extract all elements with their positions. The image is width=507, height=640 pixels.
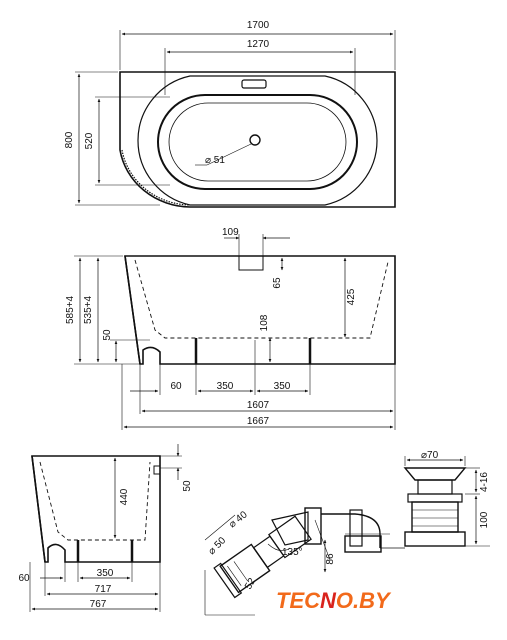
- dim-60-end: 60: [18, 573, 30, 584]
- side-view: [74, 234, 396, 430]
- logo-part-1: TEC: [276, 588, 321, 613]
- dim-drain-diameter: ⌀ 51: [205, 155, 225, 166]
- dim-52: 52: [243, 576, 258, 592]
- tub-shell-end: [31, 455, 161, 563]
- dim-60: 60: [170, 381, 182, 392]
- dim-100: 100: [479, 511, 490, 528]
- dim-1607: 1607: [247, 400, 270, 411]
- dim-108: 108: [259, 314, 270, 331]
- dim-angle: 135°: [282, 547, 303, 558]
- dim-50: 50: [102, 329, 113, 341]
- dim-767: 767: [90, 599, 107, 610]
- logo-part-3: O.BY: [336, 588, 392, 613]
- dim-pipe-50: ⌀ 50: [206, 535, 228, 557]
- tub-outline-top: [119, 71, 396, 208]
- dim-520: 520: [84, 132, 95, 149]
- dim-1700: 1700: [247, 20, 270, 31]
- dim-4-16: 4-16: [479, 472, 490, 492]
- popup-cap: [403, 467, 467, 481]
- dim-cap-70: ⌀70: [421, 450, 439, 461]
- dim-350-b: 350: [274, 381, 291, 392]
- dim-585: 585+4: [65, 296, 76, 325]
- overflow-top: [241, 79, 267, 89]
- dim-86: 86: [325, 553, 336, 565]
- dim-800: 800: [64, 131, 75, 148]
- dim-350-end: 350: [97, 568, 114, 579]
- dim-pipe-40: ⌀ 40: [227, 509, 250, 530]
- logo-part-2: N: [320, 588, 337, 613]
- dim-350-a: 350: [217, 381, 234, 392]
- dim-50-end: 50: [182, 480, 193, 492]
- trap-body: [344, 535, 382, 553]
- drain-circle: [249, 134, 261, 146]
- dim-717: 717: [95, 584, 112, 595]
- dim-1667: 1667: [247, 416, 270, 427]
- dim-425: 425: [346, 288, 357, 305]
- end-view: [29, 444, 182, 612]
- tub-rim: [137, 75, 378, 206]
- popup-body: [411, 501, 459, 533]
- tub-shell-side: [124, 255, 396, 365]
- tub-basin: [157, 94, 358, 190]
- top-view: [75, 30, 396, 208]
- dim-440: 440: [119, 488, 130, 505]
- overflow-tube: [238, 255, 264, 271]
- svg-text:TECNO.BY: TECNO.BY: [276, 588, 392, 613]
- dim-65: 65: [272, 277, 283, 289]
- tecno-logo: TECNO.BY: [276, 588, 392, 613]
- dim-535: 535+4: [83, 296, 94, 325]
- drain-kit: [204, 456, 490, 616]
- dim-109: 109: [222, 227, 239, 238]
- dim-1270: 1270: [247, 39, 270, 50]
